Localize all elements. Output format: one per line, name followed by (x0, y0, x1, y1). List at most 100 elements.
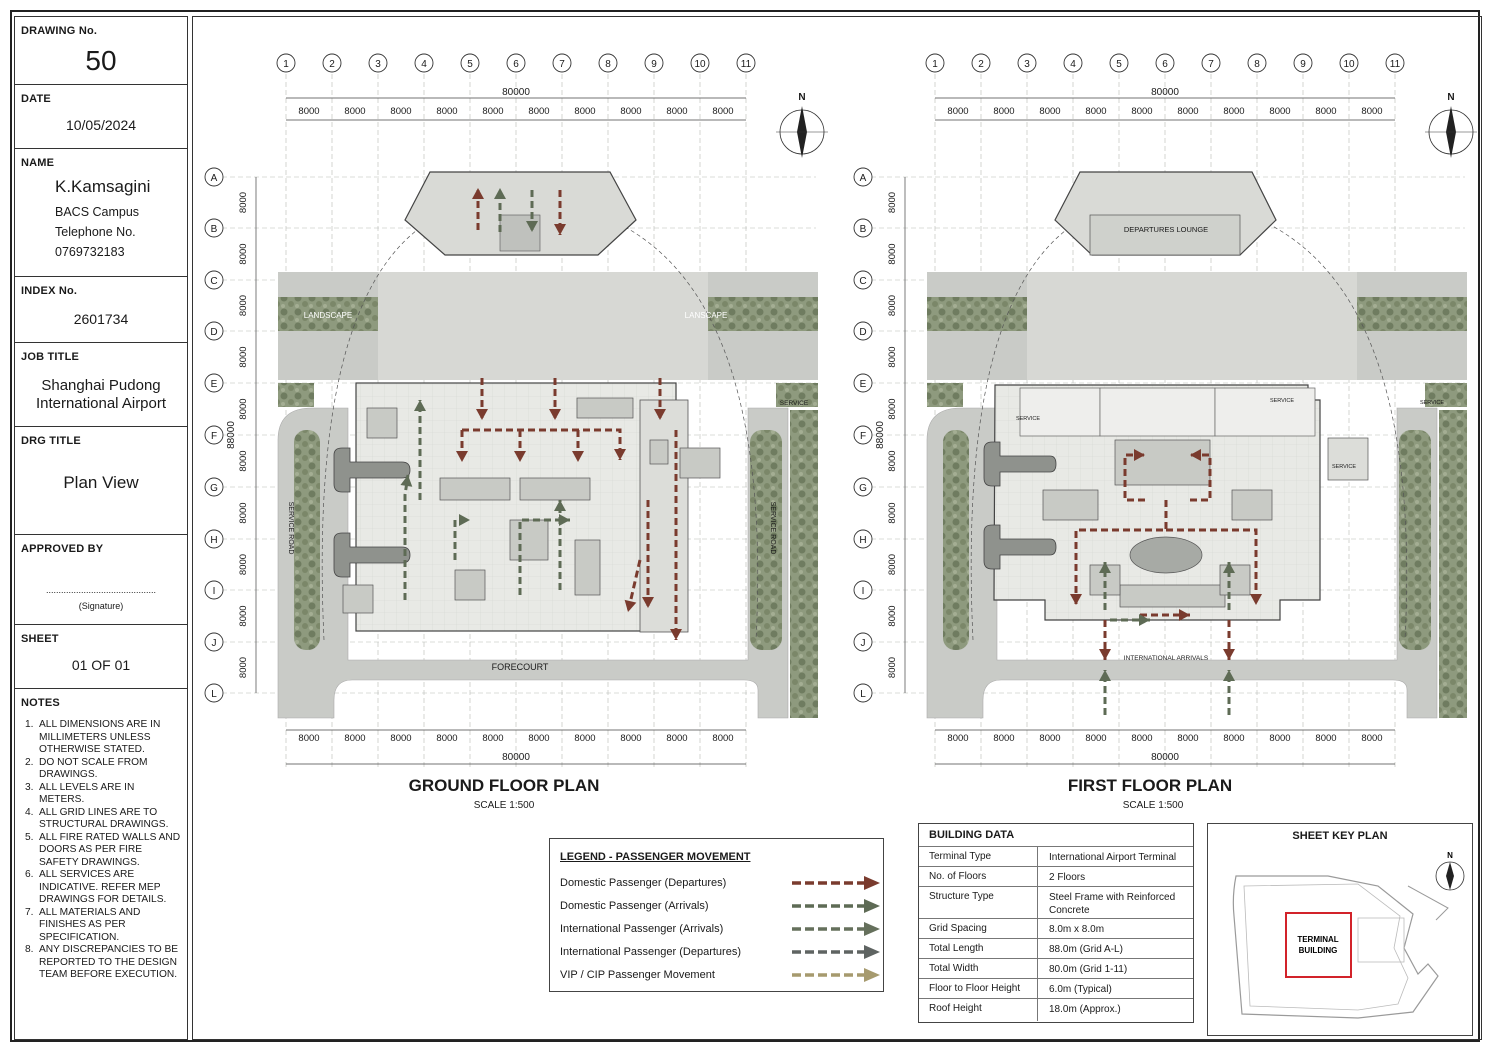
ground-departure-arrow-head (654, 409, 666, 420)
legend-item-label: Domestic Passenger (Departures) (560, 877, 727, 889)
legend-item: International Passenger (Departures) (560, 945, 880, 964)
grid-label-row: E (211, 379, 218, 390)
ground-departure-arrow-head (670, 629, 682, 640)
ground-departure-arrow-head (572, 451, 584, 462)
grid-bubble-row (204, 167, 224, 187)
drop-off-plaza (378, 272, 708, 380)
dimension-bay-top: 8000 (482, 106, 503, 117)
dimension-bay-bottom: 8000 (620, 733, 641, 744)
dimension-bay-bottom: 8000 (1131, 733, 1152, 744)
first-check-in-island (983, 524, 1057, 570)
first-room-block (1119, 584, 1226, 608)
first-room-block (1219, 564, 1251, 596)
north-label: N (798, 92, 805, 103)
dimension-bay-bottom: 8000 (1315, 733, 1336, 744)
ground-room-block (679, 447, 721, 479)
dimension-bay-bottom: 8000 (666, 733, 687, 744)
first-departure-arrow-head (1070, 594, 1082, 605)
grid-bubble-row (853, 683, 873, 703)
sheet-cell: SHEET 01 OF 01 (15, 625, 187, 689)
dimension-bay-bottom: 8000 (298, 733, 319, 744)
dimension-bay-side: 8000 (238, 295, 249, 316)
grid-label-column: 2 (978, 59, 984, 70)
first-room-block (1042, 489, 1099, 521)
ground-departure-arrow-head (642, 597, 654, 608)
dimension-bay-side: 8000 (238, 192, 249, 213)
grid-bubble-column (644, 53, 664, 73)
dimension-bay-top: 8000 (1361, 106, 1382, 117)
ground-arrival-arrow-head (400, 475, 413, 487)
key-plan-title: SHEET KEY PLAN (1292, 830, 1388, 842)
ground-departure-arrow-head (624, 599, 637, 612)
dimension-bay-side: 8000 (887, 554, 898, 575)
grid-label-column: 9 (1300, 59, 1306, 70)
grid-label-row: C (859, 276, 866, 287)
grid-bubble-row (853, 632, 873, 652)
grid-bubble-column (736, 53, 756, 73)
grid-bubble-column (276, 53, 296, 73)
grid-bubble-row (853, 167, 873, 187)
legend-item-label: International Passenger (Arrivals) (560, 923, 724, 935)
note-text: ALL GRID LINES ARE TO STRUCTURAL DRAWING… (39, 806, 169, 831)
grid-label-row: G (210, 483, 218, 494)
legend-box: LEGEND - PASSENGER MOVEMENT Domestic Pas… (549, 838, 884, 992)
service-label: SERVICE (780, 400, 809, 407)
service-label: SERVICE (1270, 398, 1294, 404)
service-label: SERVICE (1016, 416, 1040, 422)
drop-off-plaza (1027, 272, 1357, 380)
landscape-patch (927, 383, 963, 407)
grid-label-row: J (212, 638, 217, 649)
building-data-key: Total Length (929, 943, 984, 954)
ground-floor-scale: SCALE 1:500 (473, 800, 535, 811)
landscape-strip-east (790, 410, 818, 718)
note-text: ALL FIRE RATED WALLS AND DOORS AS PER FI… (39, 831, 181, 868)
grid-bubble-column (1201, 53, 1221, 73)
grid-bubble-row (853, 321, 873, 341)
ground-room-block (574, 539, 601, 596)
drawing-number: 50 (85, 45, 117, 76)
drg-title-value: Plan View (63, 473, 139, 492)
dimension-overall-top: 80000 (502, 87, 530, 98)
date-label: DATE (21, 93, 51, 105)
key-plan-terminal-label-2: BUILDING (1299, 946, 1338, 955)
key-plan-terminal-label-1: TERMINAL (1297, 935, 1338, 944)
dimension-bay-top: 8000 (1315, 106, 1336, 117)
approved-cell: APPROVED BY ............................… (15, 535, 187, 625)
ground-departure-arrow-head (549, 409, 561, 420)
note-text: ANY DISCREPANCIES TO BE REPORTED TO THE … (39, 944, 179, 980)
dimension-bay-side: 8000 (887, 450, 898, 471)
grid-label-row: C (210, 276, 217, 287)
name-cell: NAME K.Kamsagini BACS Campus Telephone N… (15, 149, 187, 277)
legend-item: Domestic Passenger (Departures) (560, 876, 880, 895)
building-data-value: International Airport Terminal (1049, 852, 1177, 863)
grid-label-row: F (211, 431, 217, 442)
key-plan-annex (1357, 917, 1405, 963)
ground-room-block (454, 569, 486, 601)
ground-arrival-arrow-head (459, 514, 470, 526)
drawing-number-cell: DRAWING No. 50 (15, 17, 187, 85)
ground-room-block (366, 407, 398, 439)
first-arrival-arrow-head (1099, 562, 1111, 573)
building-data-value: Steel Frame with Reinforced Concrete (1049, 892, 1176, 916)
dimension-bay-top: 8000 (1269, 106, 1290, 117)
grid-bubble-column (1155, 53, 1175, 73)
grid-bubble-row (853, 529, 873, 549)
grid-label-row: J (861, 638, 866, 649)
legend-item: Domestic Passenger (Arrivals) (560, 899, 880, 918)
grid-label-column: 3 (1024, 59, 1030, 70)
building-data-divider (1037, 959, 1038, 979)
legend-item-label: Domestic Passenger (Arrivals) (560, 900, 709, 912)
grid-bubble-row (204, 425, 224, 445)
dimension-bay-bottom: 8000 (1361, 733, 1382, 744)
ground-pier-core (499, 214, 541, 252)
first-departure-arrow-head (1134, 449, 1145, 461)
ground-departure-arrow-head (514, 451, 526, 462)
dimension-bay-bottom: 8000 (1177, 733, 1198, 744)
